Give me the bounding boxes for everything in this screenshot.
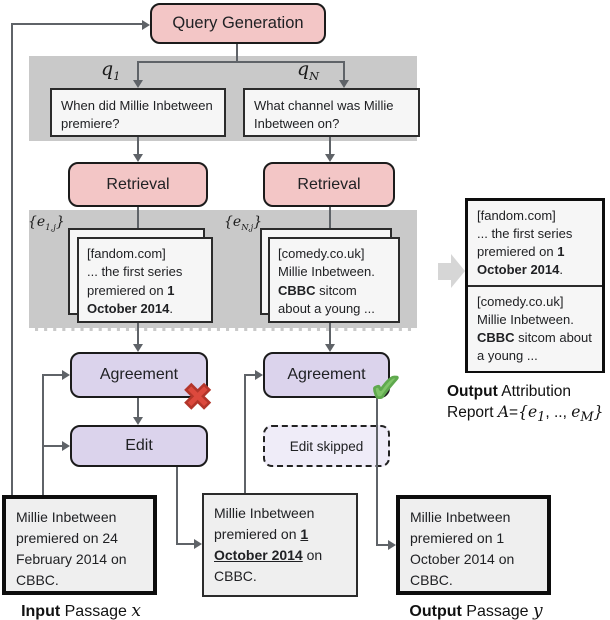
input-passage-caption: Input Passage x [21,601,141,620]
edited-passage-box: Millie Inbetween premiered on 1 October … [202,493,358,597]
query-n-box: What channel was Millie Inbetween on? [243,88,420,137]
evidence-2-body: Millie Inbetween. CBBC sitcom about a yo… [278,264,375,317]
edge-querygen-stem [236,44,238,62]
evidence-1-card: [fandom.com] ... the first series premie… [77,237,213,323]
edge-querygen-split [137,61,345,63]
evidence-2-source: [comedy.co.uk] [278,246,365,261]
edge-drop-q1 [137,61,139,81]
cross-mark-icon: ✖ [182,378,213,417]
flow-arrow-head-icon [451,254,465,288]
arrowhead-into-edited-passage-icon [194,539,202,549]
A-math-symbol: A [497,403,510,422]
edge-edit-out-v [176,467,178,544]
edge-qN-to-retrieval [329,137,331,155]
edge-skip-h [376,544,388,546]
input-passage-text: Millie Inbetween premiered on 24 Februar… [16,509,127,588]
retrieval-1-node: Retrieval [68,162,208,207]
input-passage-box: Millie Inbetween premiered on 24 Februar… [2,495,157,595]
query-generation-label: Query Generation [172,14,304,32]
edge-input-feedback-v [42,374,44,495]
evidence-set-n-label: {eN,j} [224,214,263,232]
agreement-1-label: Agreement [99,366,179,383]
arrowhead-into-edit-icon [133,417,143,425]
evidence-set-1-label: {e1,j} [28,214,65,232]
edited-span: 1 October 2014 [214,526,309,563]
output-passage-caption: Output Passage y [409,601,543,620]
edge-input-to-agreement1 [42,374,62,376]
arrowhead-into-agreement1-icon [133,344,143,352]
report-card-2: [comedy.co.uk] Millie Inbetween. CBBC si… [468,284,602,371]
agreement-2-node: Agreement [263,352,390,398]
agreement-2-label: Agreement [287,366,366,383]
edge-evidence1-to-agreement [137,323,139,344]
query-generation-node: Query Generation [150,3,326,44]
arrowhead-into-q1-icon [133,80,143,88]
q1-math-label: q1 [101,58,121,83]
retrieval-2-label: Retrieval [297,175,361,193]
retrieval-1-label: Retrieval [106,175,170,193]
edge-input-to-querygen-h [11,23,142,25]
arrowhead-feed-edit-icon [62,441,70,451]
attribution-report-caption: Output Attribution Report A={e1, .., eM} [447,383,604,426]
edit-node: Edit [70,425,208,467]
arrowhead-into-querygen-icon [142,20,150,30]
evidence-1-source: [fandom.com] [87,246,166,261]
arrowhead-feed-agreement1-icon [62,370,70,380]
x-math-symbol: x [131,601,141,620]
report-card-1: [fandom.com] ... the first series premie… [468,201,602,285]
evidence-1-body: ... the first series premiered on 1 Octo… [87,264,183,317]
agreement-1-node: Agreement [70,352,208,398]
arrowhead-into-retrieval1-icon [133,154,143,162]
edge-skip-v [376,398,378,545]
query-1-box: When did Millie Inbetween premiere? [50,88,226,137]
edge-retrieval1-to-evidence [137,207,139,229]
edge-retrieval2-to-evidence [329,207,331,229]
y-math-symbol: y [532,601,543,620]
evidence-2-card: [comedy.co.uk] Millie Inbetween. CBBC si… [268,237,400,323]
edge-evidence2-to-agreement [329,323,331,344]
edge-input-to-querygen-v [11,23,13,495]
arrowhead-feed-agreement2-icon [255,370,263,380]
edge-q1-to-retrieval [137,137,139,155]
output-passage-text: Millie Inbetween premiered on 1 October … [410,509,515,588]
retrieval-2-node: Retrieval [263,162,395,207]
edge-edited-to-agreement2 [244,374,255,376]
query-1-text: When did Millie Inbetween premiere? [61,98,213,131]
check-mark-icon: ✔ [369,368,402,410]
edge-drop-qN [343,61,345,81]
arrowhead-into-qN-icon [339,80,349,88]
edit-skipped-label: Edit skipped [289,438,364,454]
output-passage-box: Millie Inbetween premiered on 1 October … [396,495,551,595]
qN-math-label: qN [297,58,320,83]
edit-label: Edit [125,437,153,454]
edge-input-to-edit [42,445,62,447]
edge-edited-passage-v [244,374,246,493]
edge-edit-out-h [176,543,194,545]
edge-agreement1-to-edit [137,398,139,417]
arrowhead-into-retrieval2-icon [325,154,335,162]
query-n-text: What channel was Millie Inbetween on? [254,98,394,131]
edit-skipped-box: Edit skipped [263,425,390,467]
arrowhead-into-agreement2-icon [325,344,335,352]
attribution-report-box: [fandom.com] ... the first series premie… [465,198,605,373]
flow-arrow-icon [438,263,451,280]
arrowhead-into-output-passage-icon [388,540,396,550]
